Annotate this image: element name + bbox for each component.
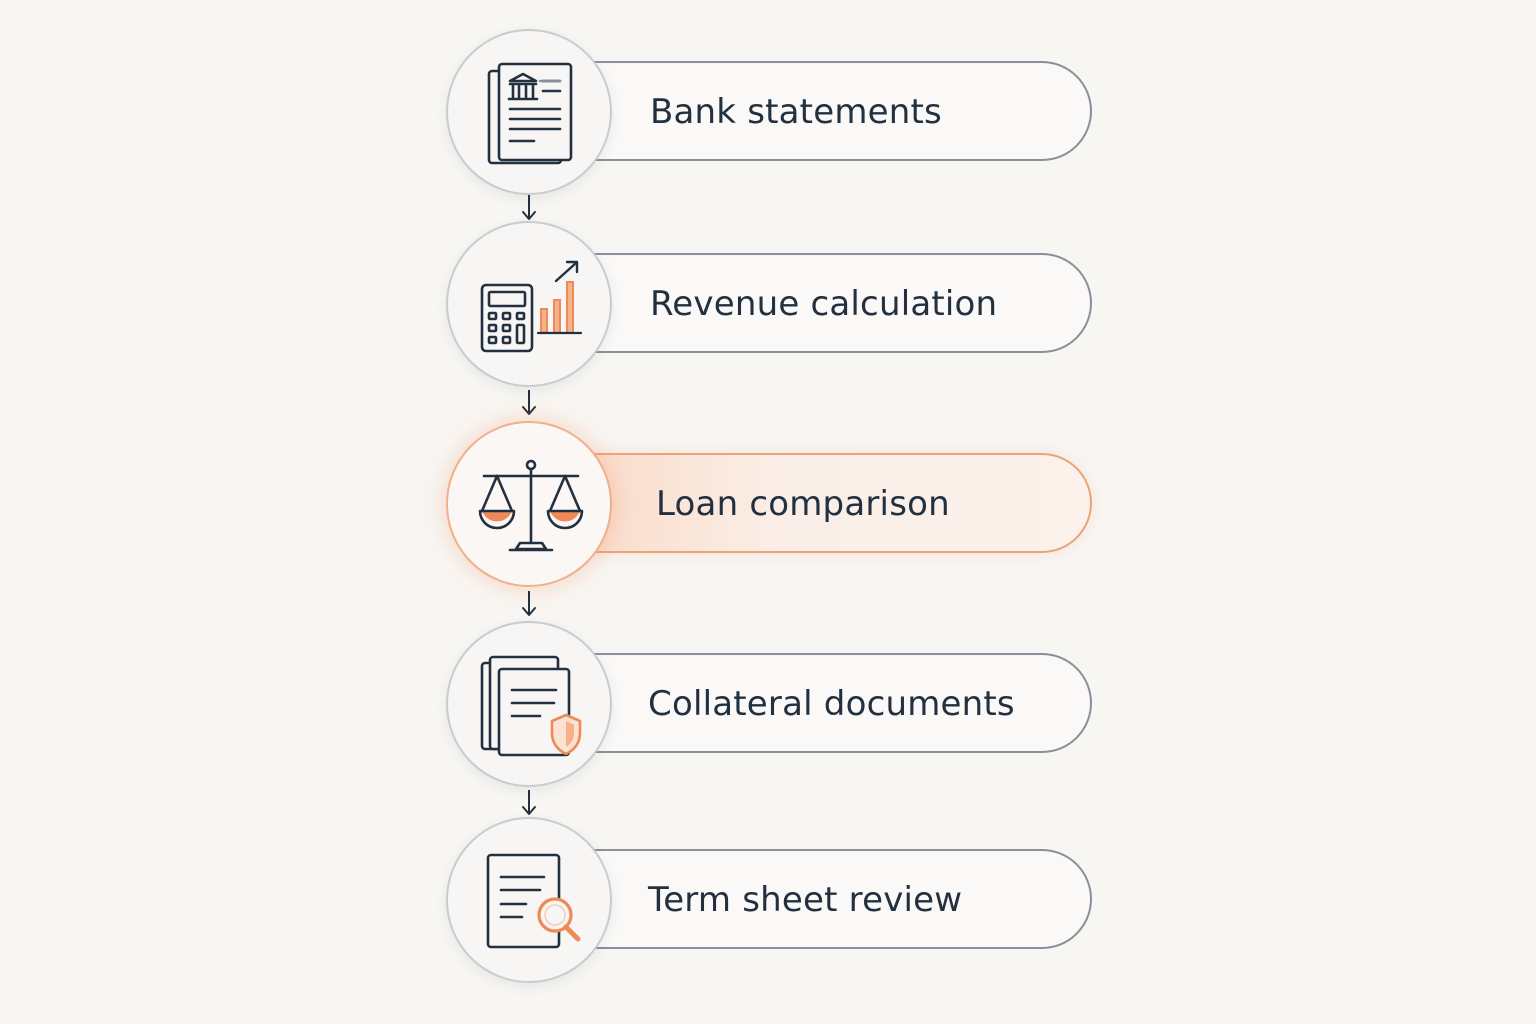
step-label: Term sheet review: [648, 880, 963, 920]
step-collateral-documents: Collateral documents: [446, 621, 1092, 787]
arrow-down-icon: [522, 390, 536, 415]
step-label: Revenue calculation: [650, 284, 998, 324]
step-revenue-calculation: Revenue calculation: [446, 221, 1092, 387]
balance-scale-icon: [478, 459, 584, 552]
step-term-sheet-review: Term sheet review: [446, 817, 1092, 983]
document-search-icon: [486, 853, 581, 949]
arrow-down-icon: [522, 195, 536, 220]
step-icon-circle: [446, 621, 612, 787]
step-label: Bank statements: [650, 92, 942, 132]
bank-statement-icon: [487, 62, 573, 165]
step-label: Loan comparison: [656, 484, 950, 524]
arrow-down-icon: [522, 591, 536, 616]
step-icon-circle: [446, 817, 612, 983]
step-pill-active: [536, 453, 1092, 553]
step-loan-comparison: Loan comparison: [446, 421, 1092, 587]
step-icon-circle: [446, 29, 612, 195]
arrow-down-icon: [522, 790, 536, 815]
step-label: Collateral documents: [648, 684, 1015, 724]
step-pill: [536, 653, 1092, 753]
step-icon-circle: [446, 421, 612, 587]
calculator-chart-icon: [480, 260, 583, 353]
step-icon-circle: [446, 221, 612, 387]
documents-shield-icon: [480, 655, 582, 757]
step-pill: [536, 253, 1092, 353]
step-bank-statements: Bank statements: [446, 29, 1092, 195]
step-pill: [536, 849, 1092, 949]
step-pill: [536, 61, 1092, 161]
